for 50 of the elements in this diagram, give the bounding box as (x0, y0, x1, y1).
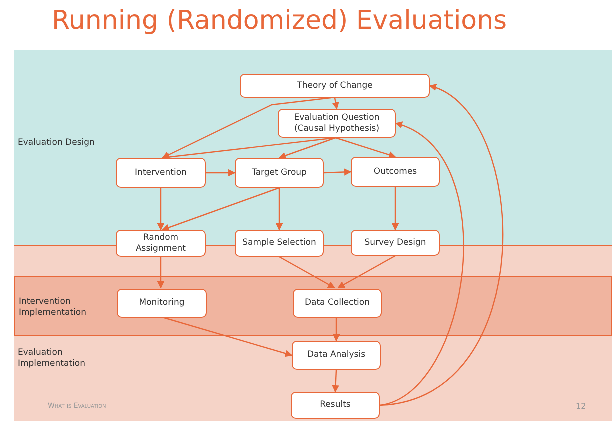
box-label: Outcomes (374, 166, 418, 178)
arrow (392, 187, 400, 231)
process-box (117, 289, 207, 318)
box-label: Sample Selection (242, 238, 316, 249)
arrow (336, 137, 396, 158)
arrow (278, 137, 336, 160)
arrow (157, 188, 165, 231)
process-box (351, 230, 440, 256)
arrow (332, 317, 340, 342)
box-label: Evaluation Question (Causal Hypothesis) (293, 113, 381, 134)
arrow (332, 98, 340, 110)
box-label: Intervention (135, 168, 187, 178)
arrow (380, 85, 504, 406)
band-label: Evaluation Implementation (18, 348, 86, 370)
box-label: Monitoring (139, 298, 185, 309)
arrow (160, 316, 293, 358)
arrow (279, 256, 336, 289)
process-box (351, 157, 440, 187)
process-box (116, 230, 206, 257)
process-box (116, 158, 206, 188)
box-label: Data Collection (304, 298, 370, 309)
box-label: Data Analysis (307, 350, 366, 361)
box-label: Theory of Change (297, 80, 373, 92)
arrow (380, 122, 464, 406)
process-box (292, 341, 381, 370)
arrow (162, 97, 332, 159)
arrow (338, 255, 396, 289)
title: Running (Randomized) Evaluations (52, 6, 508, 36)
arrow (162, 187, 280, 232)
arrow (206, 169, 236, 177)
arrow (324, 168, 352, 176)
arrow (332, 370, 340, 393)
process-box (293, 289, 382, 318)
box-label: Target Group (252, 168, 307, 178)
arrow (162, 137, 336, 161)
arrow (157, 257, 165, 289)
box-label: Random Assignment (134, 233, 188, 254)
page-number: 12 (576, 402, 586, 411)
process-box (240, 74, 430, 98)
box-label: Results (320, 400, 351, 411)
band (14, 276, 612, 336)
process-box (235, 230, 324, 257)
arrow (276, 188, 284, 231)
process-box (291, 392, 380, 419)
band (14, 50, 612, 245)
process-box (278, 109, 396, 138)
band-label: Intervention Implementation (19, 297, 88, 318)
band-label: Evaluation Design (18, 138, 96, 149)
box-label: Survey Design (364, 238, 426, 248)
process-box (235, 158, 324, 188)
